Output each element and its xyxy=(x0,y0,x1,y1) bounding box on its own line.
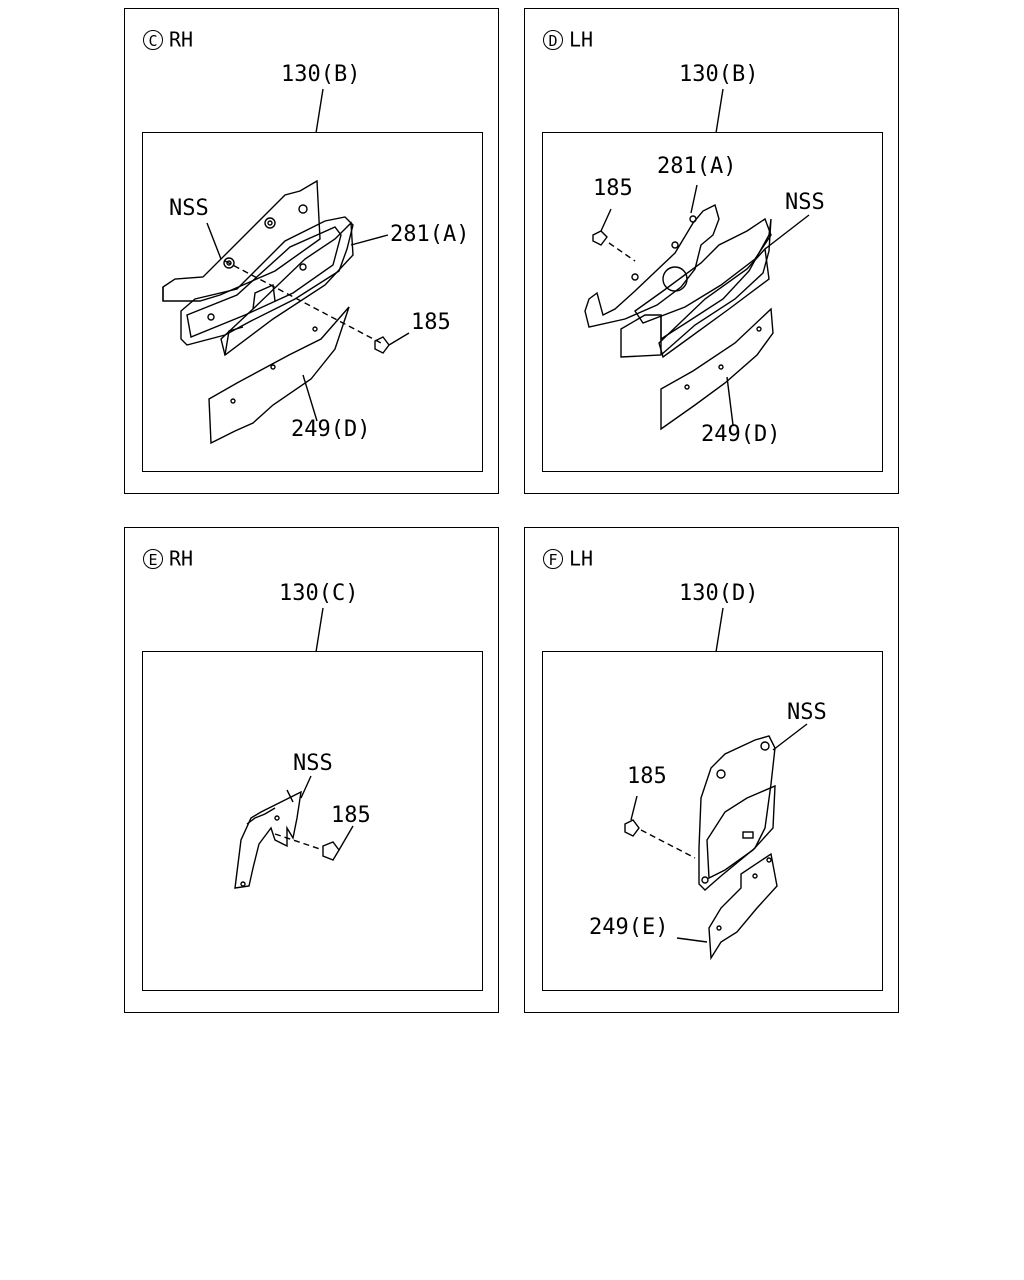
nss-label: NSS xyxy=(169,196,209,221)
part-249-label: 249(D) xyxy=(291,417,371,442)
panel-side: RH xyxy=(169,546,194,571)
panel-d: D LH 130(B) 185 281(A) NSS 249(D) xyxy=(524,8,899,494)
group-label: 130(C) xyxy=(279,581,359,606)
detail-frame xyxy=(542,132,883,472)
part-281-label: 281(A) xyxy=(390,222,470,247)
detail-frame xyxy=(542,651,883,991)
detail-frame xyxy=(142,132,483,472)
detail-frame xyxy=(142,651,483,991)
group-label: 130(B) xyxy=(281,62,361,87)
exploded-parts-drawing xyxy=(624,607,808,961)
panel-letter-badge: D xyxy=(543,29,563,50)
panel-side: LH xyxy=(569,27,594,52)
group-label: 130(B) xyxy=(679,62,759,87)
panel-e: E RH 130(C) NSS 185 xyxy=(124,527,499,1013)
part-185-label: 185 xyxy=(593,176,633,201)
panel-header: E RH xyxy=(143,546,193,570)
nss-label: NSS xyxy=(293,751,333,776)
panel-header: F LH xyxy=(543,546,593,570)
group-label: 130(D) xyxy=(679,581,759,606)
panel-side: RH xyxy=(169,27,194,52)
panel-header: C RH xyxy=(143,27,193,51)
part-249-label: 249(D) xyxy=(701,422,781,447)
panel-letter-badge: F xyxy=(543,548,563,569)
part-185-label: 185 xyxy=(331,803,371,828)
exploded-parts-drawing xyxy=(162,88,410,445)
panel-letter-badge: E xyxy=(143,548,163,569)
panel-letter-badge: C xyxy=(143,29,163,50)
nss-label: NSS xyxy=(787,700,827,725)
part-185-label: 185 xyxy=(627,764,667,789)
panel-side: LH xyxy=(569,546,594,571)
nss-label: NSS xyxy=(785,190,825,215)
exploded-parts-drawing xyxy=(584,88,810,431)
part-185-label: 185 xyxy=(411,310,451,335)
panel-c: C RH 130(B) NSS 281(A) 185 249(D) xyxy=(124,8,499,494)
panel-f: F LH 130(D) NSS 185 249(E) xyxy=(524,527,899,1013)
exploded-parts-drawing xyxy=(234,607,354,889)
part-249-label: 249(E) xyxy=(589,915,669,940)
part-281-label: 281(A) xyxy=(657,154,737,179)
panel-header: D LH xyxy=(543,27,593,51)
